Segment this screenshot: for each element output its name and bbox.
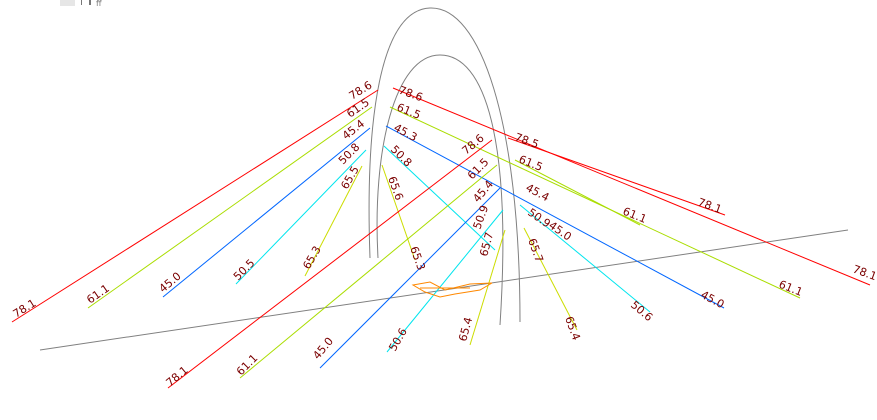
elevation-label: 45.0 [699,288,727,311]
elevation-label: 50.8 [336,141,363,168]
elevation-label: 65.5 [338,164,362,192]
elevation-label: 61.5 [517,153,545,174]
contour-line-cyan [235,149,367,285]
contour-line-red [507,137,726,216]
contour-line-cyan [519,204,651,313]
elevation-label: 65.6 [385,175,406,202]
elevation-label: 50.8 [388,143,415,170]
elevation-label: 61.5 [395,101,423,122]
contour-line-lime [389,106,801,299]
contour-line-lime [87,106,373,309]
elevation-label: 50.5 [231,257,258,284]
elevation-label: 65.3 [300,244,324,272]
elevation-label: 50.6 [386,326,410,354]
contour-line-yellow [381,164,416,261]
elevation-label: 45.4 [340,117,367,142]
elevation-label: 50.9 [471,204,492,231]
contour-line-yellow [523,227,578,331]
contour-line-yellow [304,165,363,277]
contour-line-blue [319,187,501,369]
elevation-label: 78.6 [460,132,487,158]
contour-line-lime [239,164,498,379]
contour-line-cyan [383,145,496,251]
arc-outer [368,7,521,323]
elevation-label: 65.3 [407,245,428,272]
elevation-label: 61.5 [465,156,492,183]
elevation-label: 65.7 [525,237,546,264]
contour-line-blue [385,125,725,309]
elevation-label: 65.4 [456,316,475,343]
contour-line-cyan [386,209,504,353]
elevation-label: 78.5 [513,131,540,152]
elevation-label: 61.1 [777,278,805,299]
arc-inner [376,54,504,326]
contour-line-lime [514,159,641,226]
elevation-label: 45.3 [392,121,420,144]
toolbar-swatch[interactable] [60,0,75,6]
elevation-label: 78.1 [11,297,39,321]
toolbar-text: ff [96,0,102,8]
elevation-label: 78.1 [851,263,877,284]
contour-line-blue [162,127,371,298]
elevation-label: 65.4 [562,315,583,342]
elevation-label: 50.6 [628,298,655,324]
orange-marker [411,281,493,298]
toolbar-mark [89,0,91,5]
elevation-label: 65.7 [477,231,496,258]
elevation-label: 78.1 [696,196,723,217]
contour-line-red [392,87,871,286]
contour-line-red [11,89,379,323]
elevation-label: 45.4 [524,181,552,204]
elevation-label: 45.0 [546,219,574,244]
elevation-label: 78.1 [164,364,191,390]
elevation-label: 45.0 [310,335,336,362]
toolbar-mark [81,0,82,5]
elevation-label: 61.1 [84,282,112,307]
contour-line-yellow [469,229,506,346]
contour-line-red [167,139,493,389]
